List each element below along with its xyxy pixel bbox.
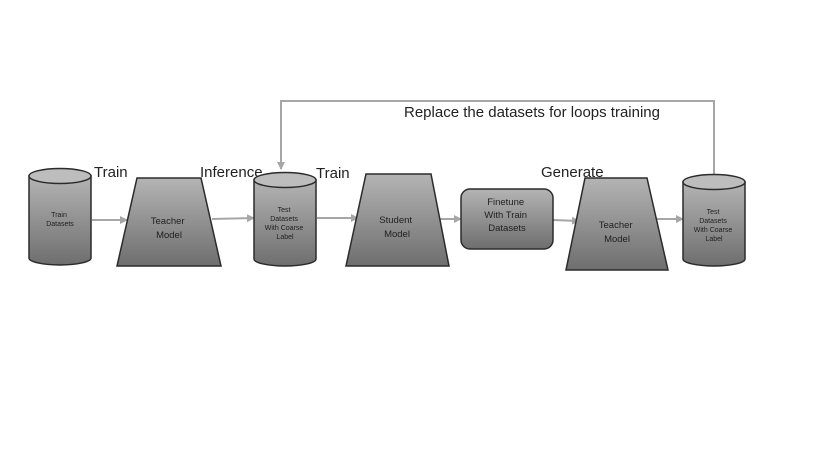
node-label-line: Student (379, 215, 412, 226)
node-label-line: Test (278, 207, 291, 214)
teacher-model-1-trapezoid: Teacher Model (116, 177, 222, 267)
node-label-line: Teacher (599, 220, 633, 231)
arrow-finetune-to-teacher (552, 216, 580, 225)
node-label-line: Train (51, 212, 67, 219)
node-label-line: Label (276, 234, 294, 241)
edge-label-train-2: Train (316, 165, 350, 182)
student-model-trapezoid: Student Model (345, 173, 450, 267)
edge-label-train-1: Train (94, 164, 128, 181)
test-datasets-1-cylinder: Test Datasets With Coarse Label (253, 171, 317, 267)
teacher-model-2-trapezoid: Teacher Model (565, 177, 669, 271)
node-label-line: With Coarse (694, 227, 733, 234)
node-label-line: Label (705, 236, 723, 243)
node-label-line: Model (604, 234, 630, 245)
arrow-teacher-to-test (211, 214, 255, 223)
edge-label-generate: Generate (541, 164, 604, 181)
node-label-line: Test (707, 209, 720, 216)
node-label-line: With Train (484, 210, 527, 221)
svg-text:Test Datasets With: Test Datasets With Coarse Label (694, 209, 734, 243)
node-label-line: Datasets (488, 223, 526, 234)
node-label-line: Datasets (699, 218, 727, 225)
node-label-line: Datasets (46, 221, 74, 228)
edge-label-inference: Inference (200, 164, 263, 181)
svg-text:Teacher Model: Teacher Model (151, 216, 187, 241)
node-label-line: Model (384, 229, 410, 240)
node-label-line: Datasets (270, 216, 298, 223)
loop-label: Replace the datasets for loops training (404, 104, 660, 121)
svg-text:Student Model: Student Model (379, 215, 414, 240)
train-datasets-cylinder: Train Datasets (28, 167, 92, 266)
finetune-box: Finetune With Train Datasets (460, 188, 554, 250)
loop-arrow (277, 100, 715, 175)
node-label-line: Finetune (487, 197, 524, 208)
node-label-line: Model (156, 230, 182, 241)
svg-text:Finetune With Train: Finetune With Train Datasets (484, 197, 529, 234)
test-datasets-2-cylinder: Test Datasets With Coarse Label (682, 173, 746, 267)
node-label-line: Teacher (151, 216, 185, 227)
node-label-line: With Coarse (265, 225, 304, 232)
svg-text:Teacher Model: Teacher Model (599, 220, 635, 245)
svg-text:Train Datasets: Train Datasets (46, 212, 74, 228)
svg-text:Test Datasets With: Test Datasets With Coarse Label (265, 207, 305, 241)
